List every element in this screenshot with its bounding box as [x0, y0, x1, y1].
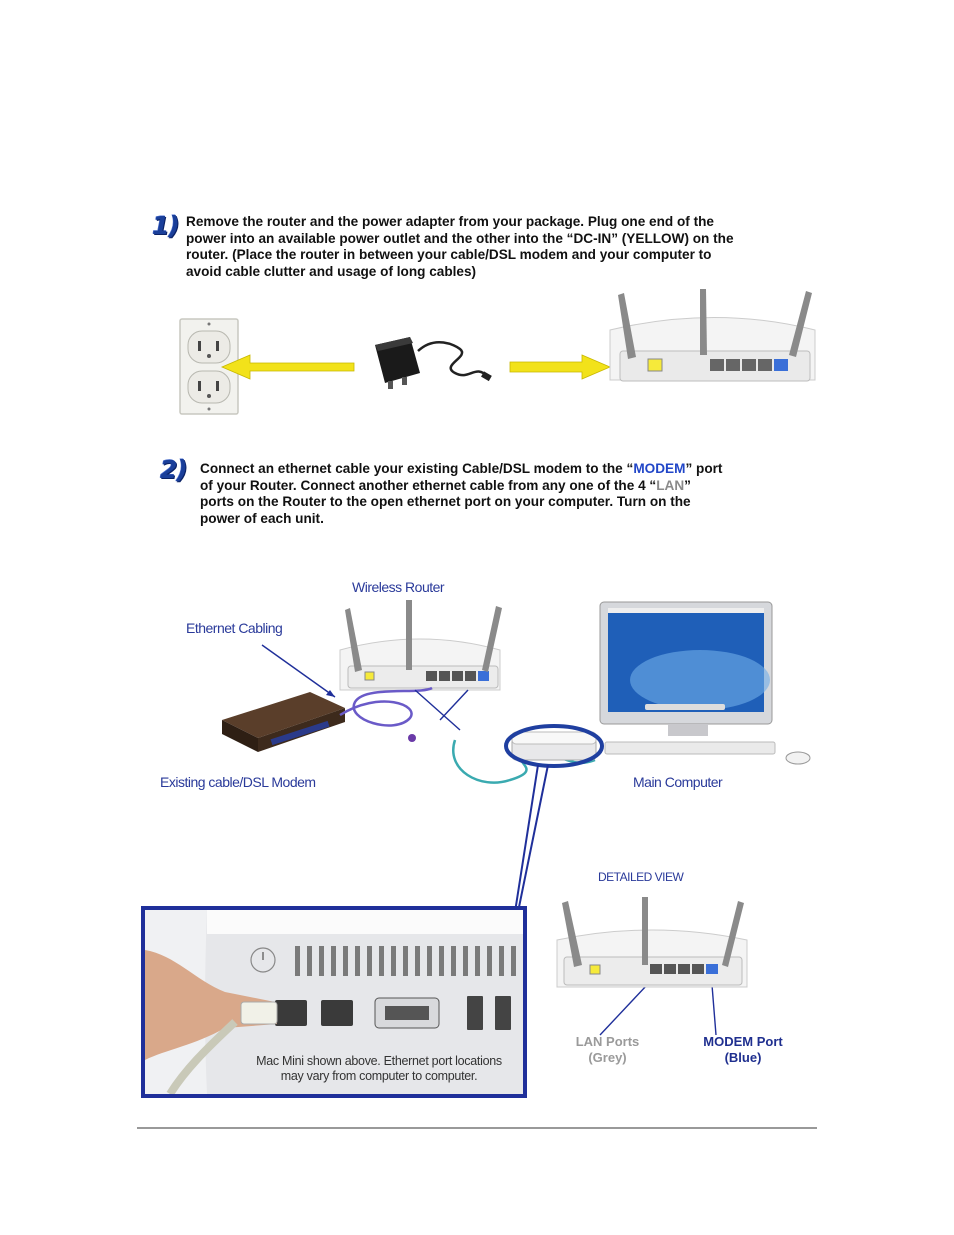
- lan-ports-label: LAN Ports (Grey): [560, 1034, 655, 1066]
- mac-mini-image: [504, 724, 604, 768]
- step-1-illustration: [179, 289, 816, 415]
- vent-slots: [295, 946, 516, 976]
- wireless-router-label: Wireless Router: [352, 579, 445, 595]
- power-outlet-icon: [179, 318, 239, 415]
- modem-port-line-1: MODEM Port: [703, 1034, 783, 1049]
- step-1-line-3: router. (Place the router in between you…: [186, 247, 712, 262]
- cable-plug: [408, 734, 416, 742]
- purple-ethernet-cable: [339, 686, 433, 727]
- existing-modem-label: Existing cable/DSL Modem: [160, 774, 316, 790]
- dsl-modem-image: [222, 692, 345, 752]
- detailed-view-label: DETAILED VIEW: [598, 870, 684, 884]
- power-adapter-icon: [375, 337, 492, 389]
- detailed-router-image: [556, 897, 748, 988]
- modem-port-line-2: (Blue): [724, 1050, 762, 1065]
- modem-keyword: MODEM: [633, 461, 686, 476]
- mac-mini-caption-line-1: Mac Mini shown above. Ethernet port loca…: [256, 1054, 502, 1068]
- step-1-text: Remove the router and the power adapter …: [186, 214, 826, 280]
- step-2-line-2-post: ”: [684, 477, 691, 493]
- step-2-text: Connect an ethernet cable your existing …: [200, 461, 800, 527]
- hand-image: [145, 950, 277, 1060]
- arrow-right-icon: [509, 354, 612, 380]
- lan-keyword: LAN: [656, 477, 685, 493]
- step-2-line-1: Connect an ethernet cable your existing …: [200, 461, 800, 478]
- lan-ports-line-1: LAN Ports: [575, 1034, 640, 1049]
- usb-port-icon: [467, 996, 483, 1030]
- arrow-left-icon: [220, 354, 355, 380]
- main-computer-label: Main Computer: [633, 774, 723, 790]
- lan-ports-line-2: (Grey): [588, 1050, 627, 1065]
- step-1-number: 1): [152, 211, 180, 240]
- network-diagram: [222, 600, 811, 784]
- step-2-line-2: of your Router. Connect another ethernet…: [200, 478, 800, 495]
- step-2-line-3: ports on the Router to the open ethernet…: [200, 494, 691, 509]
- mac-mini-caption-line-2: may vary from computer to computer.: [280, 1069, 478, 1083]
- wireless-router-image: [339, 600, 502, 691]
- ethernet-port-icon: [275, 1000, 307, 1026]
- step-2-line-2-pre: of your Router. Connect another ethernet…: [200, 477, 657, 493]
- modem-port-icon: [321, 1000, 353, 1026]
- step-1-line-1: Remove the router and the power adapter …: [186, 214, 714, 229]
- usb-port-icon: [495, 996, 511, 1030]
- mac-mini-detail-panel: Mac Mini shown above. Ethernet port loca…: [141, 906, 527, 1098]
- step-2-line-1-pre: Connect an ethernet cable your existing …: [200, 461, 634, 476]
- mac-mini-back-image: [145, 910, 523, 1094]
- mac-mini-caption: Mac Mini shown above. Ethernet port loca…: [229, 1054, 523, 1084]
- modem-port-label: MODEM Port (Blue): [688, 1034, 798, 1066]
- step-2-line-4: power of each unit.: [200, 510, 324, 526]
- step-1-line-4: avoid cable clutter and usage of long ca…: [186, 263, 477, 279]
- step-2-line-1-post: ” port: [685, 461, 723, 476]
- ethernet-cabling-label: Ethernet Cabling: [186, 620, 283, 636]
- router-icon: [609, 289, 816, 382]
- step-1-line-2: power into an available power outlet and…: [186, 230, 734, 246]
- step-2-number: 2): [160, 455, 188, 484]
- monitor-image: [599, 601, 811, 765]
